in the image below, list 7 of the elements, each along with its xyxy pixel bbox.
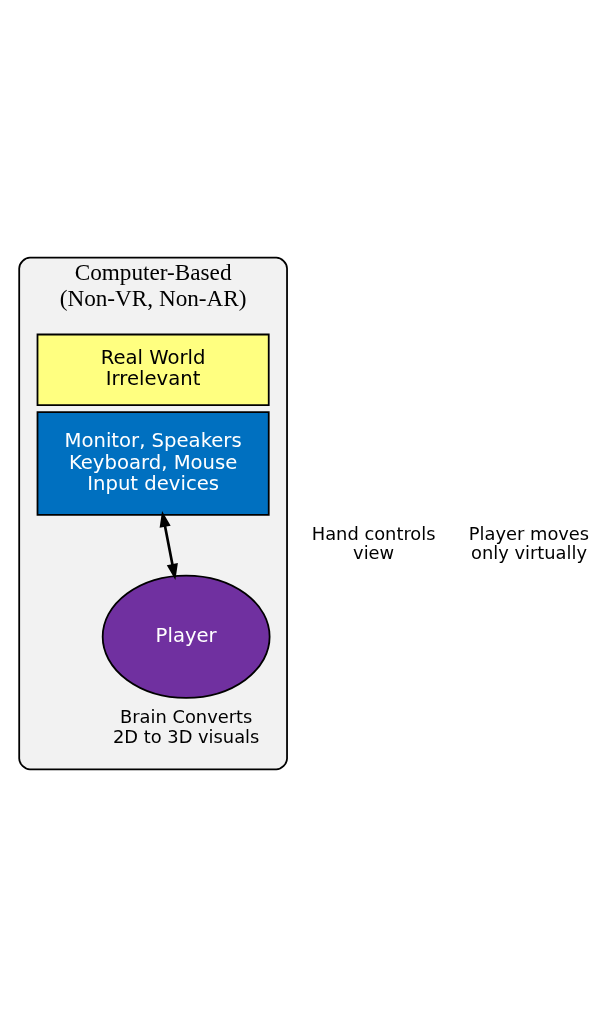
node-box: Real World Irrelevant [36,333,270,406]
node-ellipse: Player [101,574,271,699]
label: Player moves only virtually [468,522,590,564]
label: Brain Converts 2D to 3D visuals [112,705,260,747]
label: Hand controls view [311,522,436,564]
arrow [159,510,178,580]
node-box: Monitor, Speakers Keyboard, Mouse Input devices [36,411,270,516]
